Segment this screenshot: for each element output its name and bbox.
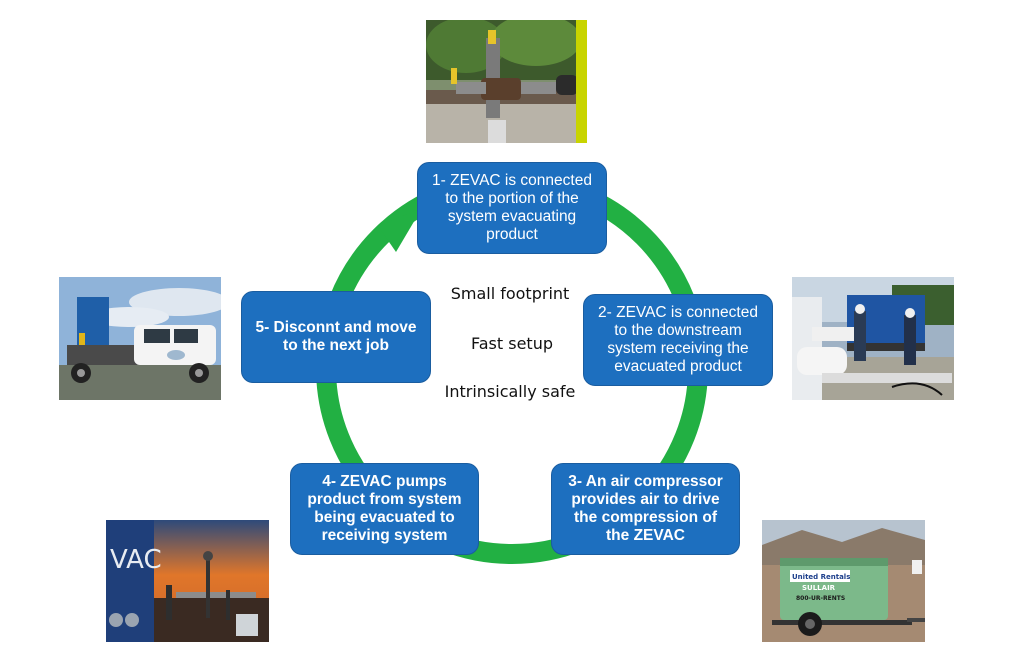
truck-photo — [59, 277, 221, 400]
compressor-photo: United Rentals SULLAIR 800-UR-RENTS — [762, 520, 925, 642]
sunset-sign-text: VAC — [110, 545, 162, 575]
compressor-phone-text: 800-UR-RENTS — [796, 595, 845, 602]
compressor-brand-text: United Rentals — [792, 573, 850, 581]
step-4-box[interactable]: 4- ZEVAC pumps product from system being… — [290, 463, 479, 555]
step-5-box[interactable]: 5- Disconnt and move to the next job — [241, 291, 431, 383]
ring-arrowhead — [378, 208, 422, 252]
compressor-model-text: SULLAIR — [802, 584, 836, 592]
step-5-text: 5- Disconnt and move to the next job — [255, 319, 417, 354]
step-3-text: 3- An air compressor provides air to dri… — [568, 473, 723, 544]
sunset-photo: VAC — [106, 520, 269, 642]
step-3-box[interactable]: 3- An air compressor provides air to dri… — [551, 463, 740, 555]
valve-photo — [426, 20, 587, 143]
connection-photo — [792, 277, 954, 400]
step-1-text: 1- ZEVAC is connected to the portion of … — [432, 172, 592, 243]
feature-fast-setup: Fast setup — [471, 334, 553, 353]
step-2-text: 2- ZEVAC is connected to the downstream … — [598, 304, 758, 375]
feature-intrinsically-safe: Intrinsically safe — [444, 382, 576, 401]
step-4-text: 4- ZEVAC pumps product from system being… — [307, 473, 462, 544]
step-1-box[interactable]: 1- ZEVAC is connected to the portion of … — [417, 162, 607, 254]
step-2-box[interactable]: 2- ZEVAC is connected to the downstream … — [583, 294, 773, 386]
feature-small-footprint: Small footprint — [450, 284, 570, 303]
